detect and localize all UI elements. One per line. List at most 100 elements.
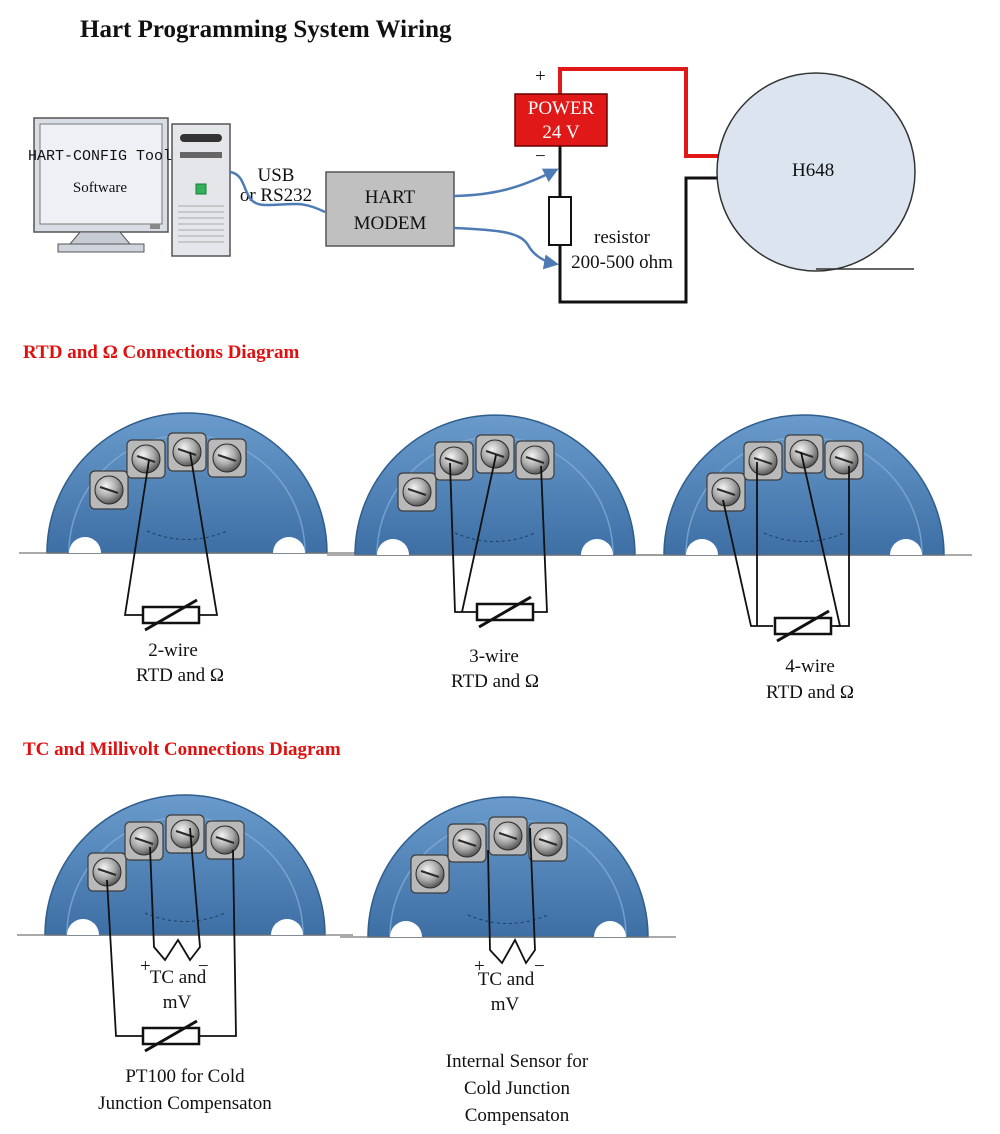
- link-label-line2: or RS232: [240, 185, 312, 206]
- tc1-mount-hole-right: [271, 919, 303, 935]
- rtd-3wire-resistor-slash: [478, 595, 532, 629]
- tc1-module-body: [44, 794, 326, 936]
- rtd-section-heading: RTD and Ω Connections Diagram: [23, 342, 300, 363]
- tc2-terminal-block: [340, 796, 676, 938]
- pc-screen-line1: HART-CONFIG Tool: [28, 148, 172, 165]
- red-supply-wire: [558, 67, 718, 158]
- tc1-terminal-block: [17, 794, 353, 936]
- power-plus-sign: +: [535, 66, 546, 87]
- tc2-label-line1: TC and: [478, 969, 535, 990]
- rtd-3wire-terminal-block: [327, 414, 663, 556]
- tc1-pt100-resistor-slash: [144, 1019, 198, 1053]
- tc2-screw-slot-1: [420, 870, 440, 878]
- rtd-2wire-wire-left: [123, 459, 150, 616]
- rtd-3wire-label-line1: 3-wire: [469, 646, 519, 667]
- rtd-3wire-wire-right: [533, 465, 548, 613]
- pc-power-led: [195, 183, 207, 195]
- tc2-plus-sign: +: [474, 956, 485, 977]
- rtd-3wire-mount-hole-left: [377, 539, 409, 555]
- rtd-3wire-wire-left-a: [449, 462, 477, 613]
- tc1-screw-slot-2: [134, 837, 154, 845]
- tc1-label-line1: TC and: [150, 967, 207, 988]
- tc-diagram-group: [17, 794, 676, 1053]
- resistor-symbol: [548, 196, 572, 246]
- rtd-2wire-screw-slot-3: [177, 448, 197, 456]
- rtd-2wire-wire-right: [189, 451, 219, 616]
- rtd-3wire-screw-slot-2: [444, 457, 464, 465]
- rtd-4wire-resistor-slash: [776, 609, 830, 643]
- rtd-4wire-terminal-marking: [763, 532, 845, 542]
- power-supply-box: [514, 93, 608, 147]
- rtd-4wire-module-body: [663, 414, 945, 556]
- tc2-caption-line2: Cold Junction: [464, 1078, 571, 1099]
- tc1-plus-sign: +: [140, 956, 151, 977]
- link-label-line1: USB: [258, 165, 295, 186]
- tc2-screw-slot-4: [538, 838, 558, 846]
- tc1-screw-slot-4: [215, 836, 235, 844]
- tc2-thermocouple-wire: [487, 827, 536, 965]
- rtd-3wire-screw-slot-4: [525, 456, 545, 464]
- rtd-4wire-wire-1: [722, 499, 773, 627]
- monitor-base: [57, 243, 145, 253]
- rtd-4wire-label-line1: 4-wire: [785, 656, 835, 677]
- tc1-mount-hole-left: [67, 919, 99, 935]
- usb-cable: [229, 170, 326, 214]
- rtd-2wire-screw-slot-4: [217, 454, 237, 462]
- rtd-2wire-mount-hole-right: [273, 537, 305, 553]
- tc1-caption-line2: Junction Compensaton: [98, 1093, 272, 1114]
- modem-lead-top: [453, 168, 559, 198]
- rtd-4wire-label-line2: RTD and Ω: [766, 682, 854, 703]
- tc2-screw-slot-3: [498, 832, 518, 840]
- tc2-terminal-marking: [467, 914, 549, 924]
- pc-drive-bay: [180, 152, 222, 158]
- rtd-4wire-screw-slot-3: [794, 450, 814, 458]
- monitor-stand: [68, 231, 132, 245]
- rtd-3wire-mount-hole-right: [581, 539, 613, 555]
- tc1-screw-slot-1: [97, 868, 117, 876]
- monitor-power-led: [150, 224, 160, 229]
- pc-screen-line2: Software: [73, 180, 127, 196]
- rtd-3wire-screw-slot-3: [485, 450, 505, 458]
- rtd-3wire-screw-slot-1: [407, 488, 427, 496]
- tc1-caption-line1: PT100 for Cold: [125, 1066, 245, 1087]
- black-loop-wire: [558, 145, 718, 304]
- rtd-2wire-terminal-marking: [146, 530, 228, 540]
- h648-label: H648: [792, 160, 834, 181]
- tc2-minus-sign: −: [534, 956, 545, 977]
- rtd-4wire-mount-hole-left: [686, 539, 718, 555]
- rtd-2wire-resistor-slash: [144, 598, 198, 632]
- rtd-4wire-screw-slot-4: [834, 456, 854, 464]
- tc2-caption-line1: Internal Sensor for: [446, 1051, 589, 1072]
- power-label-line2: 24 V: [542, 122, 579, 143]
- rtd-3wire-module-body: [354, 414, 636, 556]
- rtd-2wire-module-body: [46, 412, 328, 554]
- tc2-label-line2: mV: [491, 994, 520, 1015]
- rtd-diagram-group: [19, 412, 972, 643]
- rtd-3wire-terminal-marking: [454, 532, 536, 542]
- resistor-label-line2: 200-500 ohm: [571, 252, 673, 273]
- tc2-module-body: [367, 796, 649, 938]
- rtd-3wire-label-line2: RTD and Ω: [451, 671, 539, 692]
- hart-modem-label-line1: HART: [365, 187, 416, 208]
- monitor-screen: [39, 123, 163, 225]
- rtd-2wire-terminal-block: [19, 412, 355, 554]
- rtd-4wire-mount-hole-right: [890, 539, 922, 555]
- tc2-mount-hole-right: [594, 921, 626, 937]
- page-title: Hart Programming System Wiring: [80, 16, 452, 43]
- modem-lead-bottom: [453, 226, 559, 270]
- rtd-2wire-mount-hole-left: [69, 537, 101, 553]
- pc-drive-slot: [180, 134, 222, 142]
- rtd-4wire-screw-slot-1: [716, 488, 736, 496]
- tc2-mount-hole-left: [390, 921, 422, 937]
- tc-section-heading: TC and Millivolt Connections Diagram: [23, 739, 341, 760]
- tc2-caption-line3: Compensaton: [465, 1105, 570, 1126]
- tc1-thermocouple-wire: [149, 827, 201, 962]
- tc1-minus-sign: −: [198, 956, 209, 977]
- rtd-4wire-wire-4: [836, 466, 850, 627]
- tc1-pt100-wire-right: [199, 849, 237, 1037]
- tc1-pt100-wire-left: [106, 879, 143, 1037]
- hart-modem-box: [325, 171, 455, 247]
- h648-transmitter-circle: [716, 72, 916, 272]
